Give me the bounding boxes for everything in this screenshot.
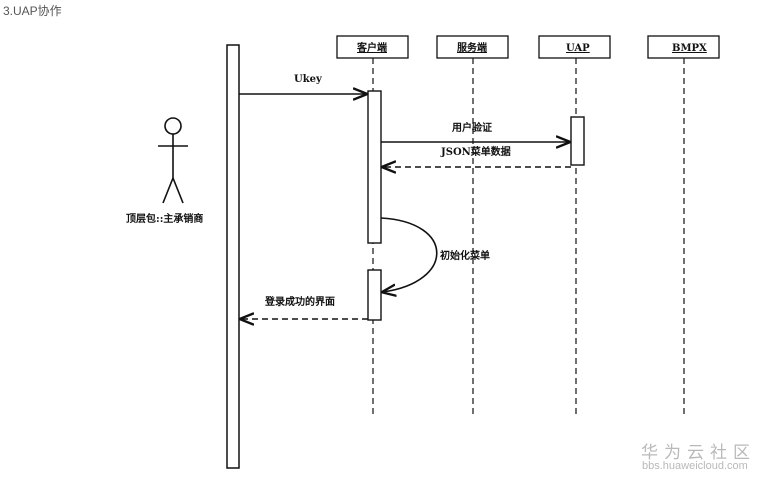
lifeline-label-client: 客户端 (356, 41, 387, 54)
lifeline-label-server: 服务端 (457, 41, 487, 54)
client-activation-2 (367, 269, 382, 321)
lifeline-header-bmpx: BMPX (647, 35, 720, 59)
lifeline-label-bmpx: BMPX (672, 43, 707, 54)
lifeline-header-uap: UAP (538, 35, 611, 59)
actor-activation-bar (226, 44, 240, 469)
message-user-auth-label: 用户验证 (451, 121, 492, 134)
message-init-menu-label: 初始化菜单 (440, 249, 490, 262)
client-activation-1 (367, 90, 382, 244)
watermark-url: bbs.huaweicloud.com (642, 460, 748, 472)
actor-label: 顶层包::主承销商 (126, 212, 203, 225)
actor-figure (158, 117, 188, 204)
page-caption: 3.UAP协作 (3, 4, 62, 18)
lifeline-header-client: 客户端 (336, 35, 409, 59)
message-init-menu-arrow (381, 217, 438, 292)
message-login-success-label: 登录成功的界面 (264, 295, 335, 308)
watermark-brand: 华为云社区 (641, 443, 756, 463)
message-ukey-label: Ukey (294, 74, 323, 85)
lifeline-header-server: 服务端 (436, 35, 509, 59)
lifeline-label-uap: UAP (566, 43, 590, 54)
uap-activation (570, 116, 585, 166)
message-json-menu-label: JSON菜单数据 (440, 145, 511, 158)
